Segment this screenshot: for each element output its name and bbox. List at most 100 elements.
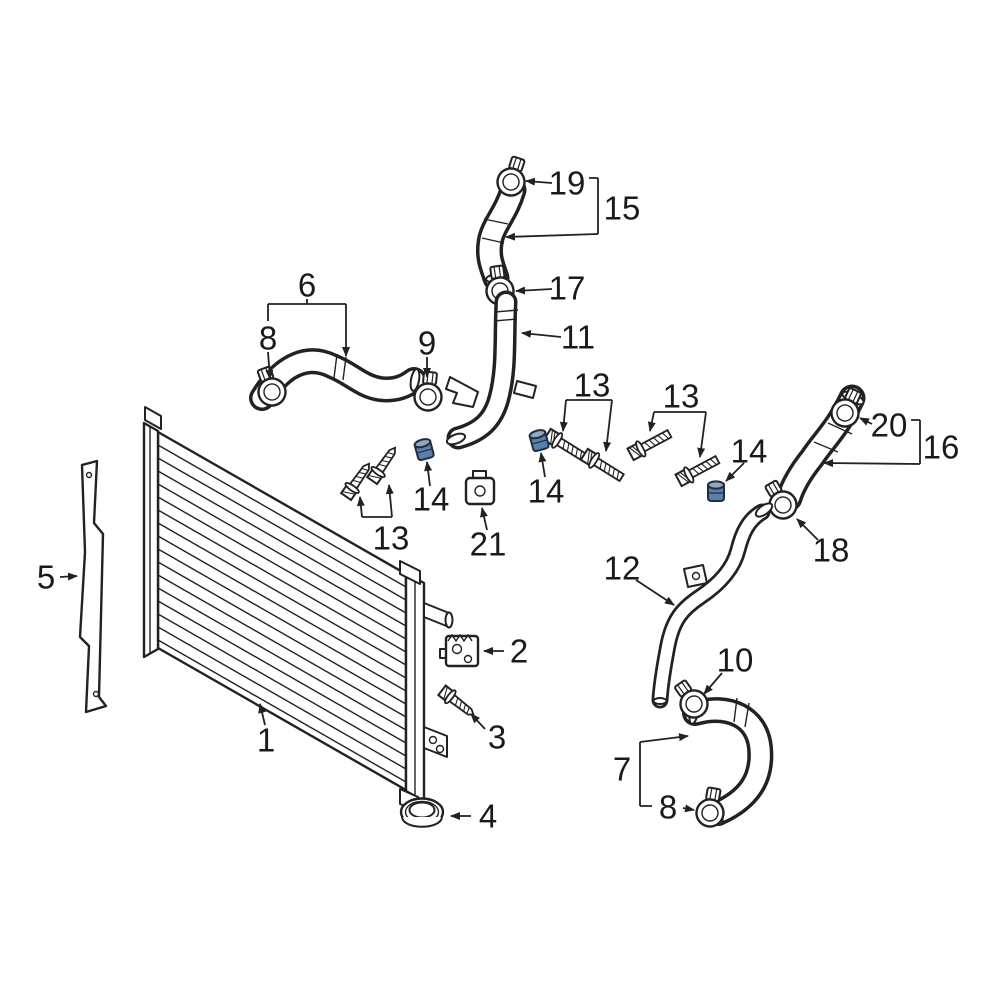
callout-label-5: 5	[37, 559, 55, 596]
leader-15-arrow	[505, 232, 599, 241]
leader-20	[859, 417, 873, 426]
charge-air-pipe	[445, 290, 537, 450]
leader-17	[515, 286, 553, 295]
callout-label-8a: 8	[259, 320, 277, 357]
pipe-12-body	[654, 506, 768, 706]
callout-label-14c: 14	[528, 473, 565, 510]
leader-19	[525, 177, 553, 186]
leader-16-arrow	[823, 459, 921, 468]
leader-13b-arrow-1	[559, 399, 568, 432]
callout-label-7: 7	[613, 751, 631, 788]
radiator-bracket-hole-1	[428, 735, 438, 745]
callout-label-21: 21	[470, 526, 507, 563]
leader-8a	[265, 351, 274, 380]
side-air-guide-hole-2	[92, 690, 100, 698]
leader-13c-arrow-1	[647, 411, 656, 432]
callout-label-1: 1	[257, 722, 275, 759]
pipe-11-body	[450, 294, 514, 446]
leader-12	[635, 579, 675, 606]
hose-7-ridges	[733, 697, 750, 728]
callout-label-10: 10	[717, 642, 754, 679]
leader-21	[480, 507, 488, 531]
callout-label-13c: 13	[663, 378, 700, 415]
callout-label-16: 16	[923, 429, 960, 466]
callout-label-15: 15	[604, 190, 641, 227]
leader-1	[258, 703, 266, 726]
callout-label-2: 2	[510, 633, 528, 670]
pipe-12-tab-hole	[691, 571, 701, 581]
radiator-outlet-opening	[444, 611, 454, 629]
retainer-body	[464, 476, 496, 506]
leader-15-bracket	[589, 177, 599, 234]
bracket-2-serration	[447, 633, 473, 643]
callout-label-14l: 14	[413, 481, 450, 518]
callout-label-13b: 13	[574, 367, 611, 404]
mount-4-inner	[408, 801, 436, 819]
retainer-bracket	[464, 470, 496, 506]
rubber-mount	[399, 797, 445, 828]
leader-3	[470, 713, 486, 730]
callout-label-13a: 13	[373, 520, 410, 557]
callout-leaders	[59, 177, 921, 820]
leader-7-arrow	[639, 733, 689, 743]
leader-7-bracket	[639, 742, 652, 807]
hose-6-body	[252, 351, 424, 408]
leader-11	[521, 329, 562, 338]
callout-label-20: 20	[871, 407, 908, 444]
pipe-12-tab	[683, 564, 708, 588]
bracket-2-body	[444, 634, 480, 668]
leader-6-bracket	[267, 299, 346, 321]
leader-16-bracket	[911, 419, 921, 464]
leader-14l	[424, 461, 433, 487]
mount-4-lip	[401, 816, 443, 828]
radiator-left-tank	[142, 421, 160, 659]
side-air-guide-hole-1	[85, 471, 93, 479]
pipe-11-bead-rings	[493, 309, 519, 322]
radiator-bracket-hole-2	[435, 744, 445, 754]
leader-8b	[682, 804, 695, 813]
hose-16-ridges	[813, 422, 853, 453]
hose-6-ridges	[333, 353, 347, 381]
callout-label-18: 18	[813, 532, 850, 569]
callout-label-9: 9	[418, 325, 436, 362]
callout-label-6: 6	[298, 267, 316, 304]
leader-13c-arrow-2	[697, 411, 707, 458]
pipe-11-opening	[445, 432, 467, 446]
radiator-top-right-tab	[399, 560, 421, 585]
side-air-guide	[78, 459, 108, 714]
leader-5	[59, 572, 78, 581]
radiator-fins	[157, 444, 407, 783]
side-air-guide-body	[78, 459, 108, 714]
callout-label-4: 4	[479, 798, 497, 835]
hose-6-opening	[409, 368, 421, 392]
hose-15-ridges	[481, 218, 509, 244]
upper-left-hose	[249, 348, 427, 411]
callout-label-11: 11	[561, 319, 595, 356]
pipe-12-opening	[652, 697, 668, 705]
leader-14c	[538, 452, 547, 478]
leader-13b-arrow-2	[603, 399, 613, 452]
radiator-top-left-tab	[144, 406, 162, 430]
callout-label-8b: 8	[659, 789, 677, 826]
callout-labels: 1 2 3 4 5 6 7 8 8 9 10 11 12 13 13 13 14…	[37, 165, 960, 835]
callout-label-3: 3	[488, 719, 506, 756]
pipe-11-wing-bracket	[513, 380, 537, 399]
mounting-bracket	[439, 633, 480, 668]
leader-18	[796, 518, 819, 541]
retainer-hole	[474, 485, 486, 497]
pipe-11-fork-bracket	[445, 376, 479, 408]
pipe-12-flange	[754, 502, 774, 518]
hose-7-body	[685, 700, 770, 823]
leader-13a-arrow-2	[385, 484, 394, 518]
callout-label-19: 19	[549, 165, 586, 202]
callout-label-14r: 14	[731, 433, 768, 470]
bracket-2-hole-1	[451, 643, 463, 655]
right-charge-air-pipe	[651, 502, 774, 709]
leader-14r	[725, 462, 745, 482]
callout-label-17: 17	[549, 270, 586, 307]
bracket-2-hole-2	[463, 654, 473, 664]
grommet-14-right	[707, 480, 725, 502]
leader-13a-arrow-1	[356, 496, 365, 518]
